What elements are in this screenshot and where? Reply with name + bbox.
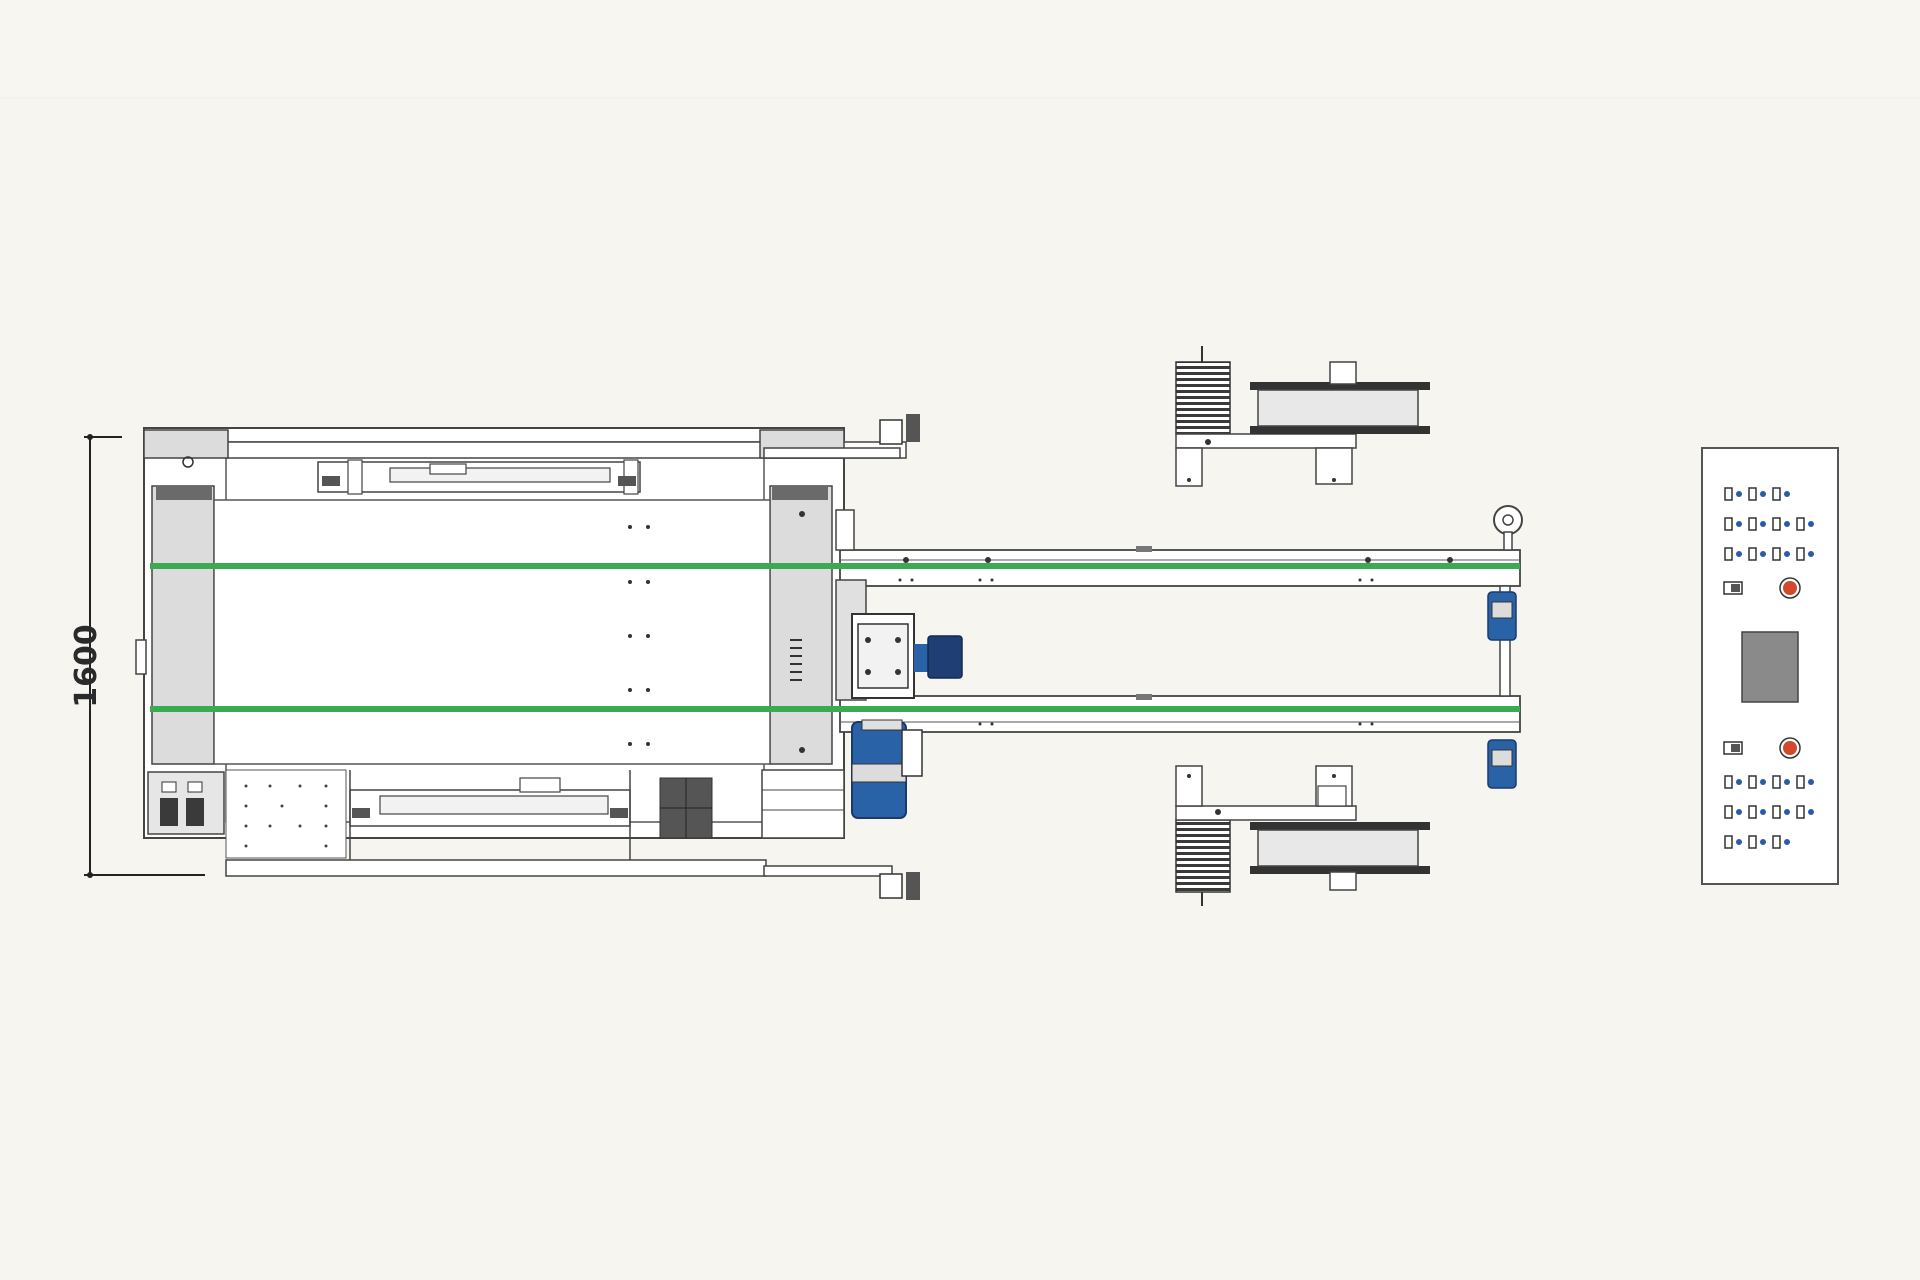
push-button-icon (1723, 581, 1743, 595)
indicator-lamp-icon (1779, 737, 1801, 759)
control-panel (1701, 447, 1839, 885)
top-band (0, 0, 1920, 98)
conveyor-belts (150, 563, 1520, 712)
side-module-bottom (1175, 765, 1430, 906)
width-dimension: 1600 (69, 434, 205, 878)
dimension-label: 1600 (69, 624, 104, 708)
display-screen-icon (1741, 631, 1799, 703)
side-module-top (1175, 346, 1430, 487)
main-transfer-unit (135, 414, 920, 900)
indicator-lamp-icon (1779, 577, 1801, 599)
push-button-icon (1723, 741, 1743, 755)
motor-icon (851, 719, 923, 819)
motor-icon (1487, 591, 1517, 641)
motor-icon (1487, 739, 1517, 789)
conveyor-extension (835, 505, 1523, 819)
